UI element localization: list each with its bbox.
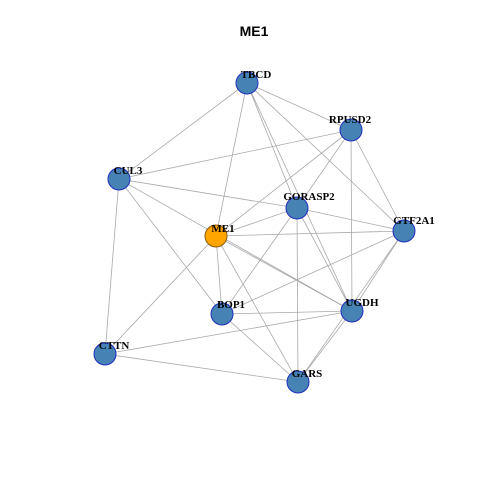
edge-gorasp2-bop1	[221, 207, 298, 315]
edge-tbcd-gtf2a1	[246, 82, 405, 232]
edge-gorasp2-ugdh	[296, 207, 353, 312]
nodes-layer	[93, 71, 416, 394]
edge-rpusd2-gtf2a1	[350, 129, 405, 232]
edge-cttn-gars	[104, 353, 299, 383]
edge-gorasp2-gars	[296, 207, 299, 383]
edge-cul3-bop1	[118, 178, 223, 315]
edge-tbcd-gorasp2	[246, 82, 298, 209]
edge-me1-ugdh	[215, 235, 353, 312]
node-label-me1: ME1	[211, 223, 234, 235]
edge-gorasp2-gtf2a1	[296, 207, 405, 232]
edge-gtf2a1-ugdh	[351, 230, 405, 312]
edges-layer	[104, 82, 405, 383]
edge-tbcd-me1	[215, 82, 248, 237]
edge-me1-gtf2a1	[215, 230, 405, 237]
node-label-tbcd: TBCD	[241, 69, 272, 81]
node-cttn[interactable]	[93, 342, 117, 366]
edge-gorasp2-me1	[215, 207, 298, 237]
node-label-cttn: CTTN	[99, 340, 130, 352]
edge-gtf2a1-bop1	[221, 230, 405, 315]
edge-ugdh-cttn	[104, 310, 353, 355]
edge-me1-bop1	[215, 235, 223, 315]
node-label-cul3: CUL3	[114, 165, 143, 177]
edge-rpusd2-me1	[215, 129, 352, 237]
edge-me1-cttn	[104, 235, 217, 355]
node-gorasp2[interactable]	[285, 196, 309, 220]
node-gars[interactable]	[286, 370, 310, 394]
node-gtf2a1[interactable]	[392, 219, 416, 243]
node-cul3[interactable]	[107, 167, 131, 191]
node-bop1[interactable]	[210, 302, 234, 326]
node-label-gars: GARS	[292, 368, 323, 380]
edge-me1-gars	[215, 235, 299, 383]
edge-cul3-gorasp2	[118, 178, 298, 209]
edge-tbcd-cul3	[118, 82, 248, 180]
node-label-rpusd2: RPUSD2	[329, 114, 372, 126]
diagram-title: ME1	[240, 23, 269, 39]
edge-ugdh-bop1	[221, 310, 353, 315]
edge-cul3-cttn	[104, 178, 120, 355]
edge-bop1-gars	[221, 313, 299, 383]
node-label-gorasp2: GORASP2	[283, 191, 335, 203]
node-rpusd2[interactable]	[339, 118, 363, 142]
node-ugdh[interactable]	[340, 299, 364, 323]
node-tbcd[interactable]	[235, 71, 259, 95]
node-label-ugdh: UGDH	[346, 297, 379, 309]
edge-rpusd2-cul3	[118, 129, 352, 180]
node-me1[interactable]	[204, 224, 228, 248]
node-label-bop1: BOP1	[217, 299, 245, 311]
edge-cul3-ugdh	[118, 178, 353, 312]
edge-tbcd-rpusd2	[246, 82, 352, 131]
edge-rpusd2-gorasp2	[296, 129, 352, 209]
node-label-gtf2a1: GTF2A1	[393, 215, 435, 227]
edge-ugdh-gars	[297, 310, 353, 383]
edge-rpusd2-ugdh	[350, 129, 353, 312]
